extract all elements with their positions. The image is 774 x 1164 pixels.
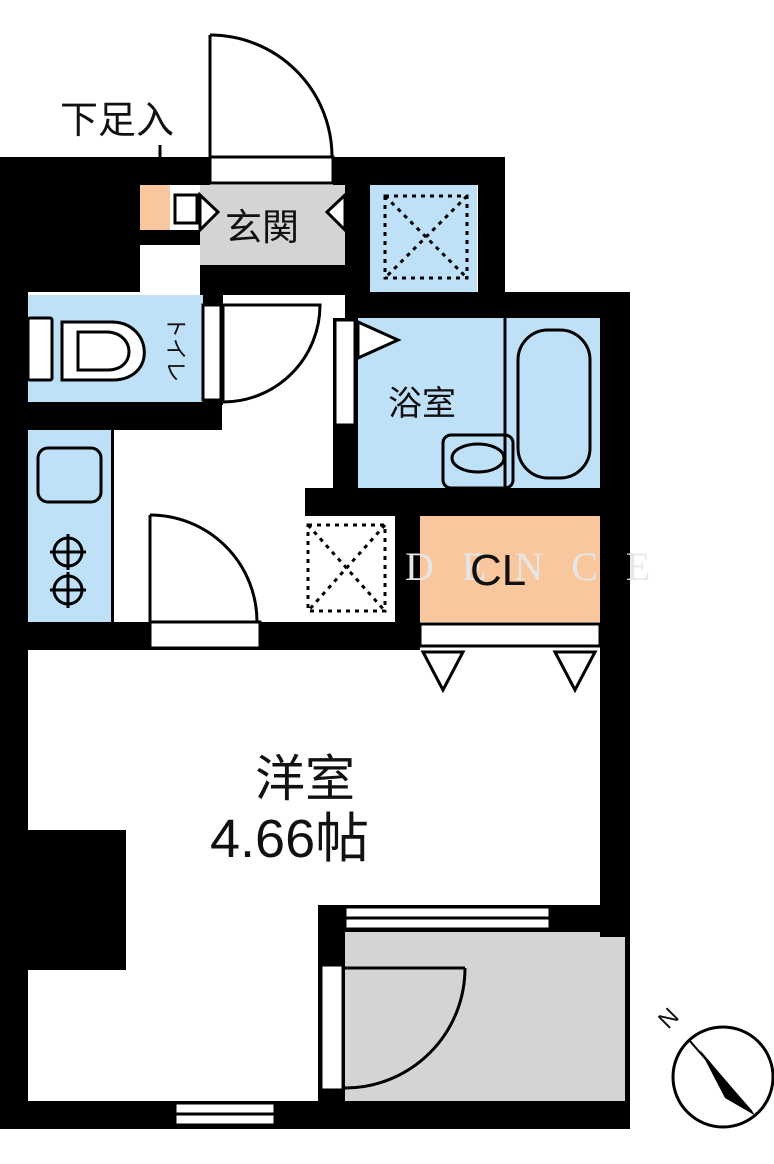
balcony (345, 932, 625, 1102)
meter-cabinet-cross (383, 194, 469, 280)
closet-label: CL (470, 546, 526, 595)
bathroom (358, 318, 600, 488)
door-arrows (198, 191, 598, 694)
room-label: 洋室 (255, 750, 355, 808)
meter-line (140, 258, 170, 266)
closet (420, 516, 600, 622)
entrance-step (173, 193, 199, 225)
entrance-floor (200, 185, 345, 265)
entrance-label: 玄関 (225, 206, 299, 249)
toilet-label: トイレ (162, 316, 187, 382)
openings (148, 155, 602, 1127)
storage-cross (306, 523, 387, 613)
kitchen-fixtures (36, 446, 103, 608)
north-letter: N (653, 1003, 684, 1034)
walls (0, 157, 630, 1129)
wash-basin (441, 433, 515, 490)
shoebox-label: 下足入 (60, 98, 174, 142)
north-compass: N (653, 1003, 774, 1129)
door-swings (148, 33, 467, 1090)
shoebox (140, 185, 170, 230)
bathroom-label: 浴室 (388, 384, 456, 424)
meter-cabinet (370, 185, 477, 292)
room-size-label: 4.66帖 (210, 809, 369, 869)
watermark: D E N C E (405, 544, 659, 589)
toilet-fixture (26, 316, 146, 382)
